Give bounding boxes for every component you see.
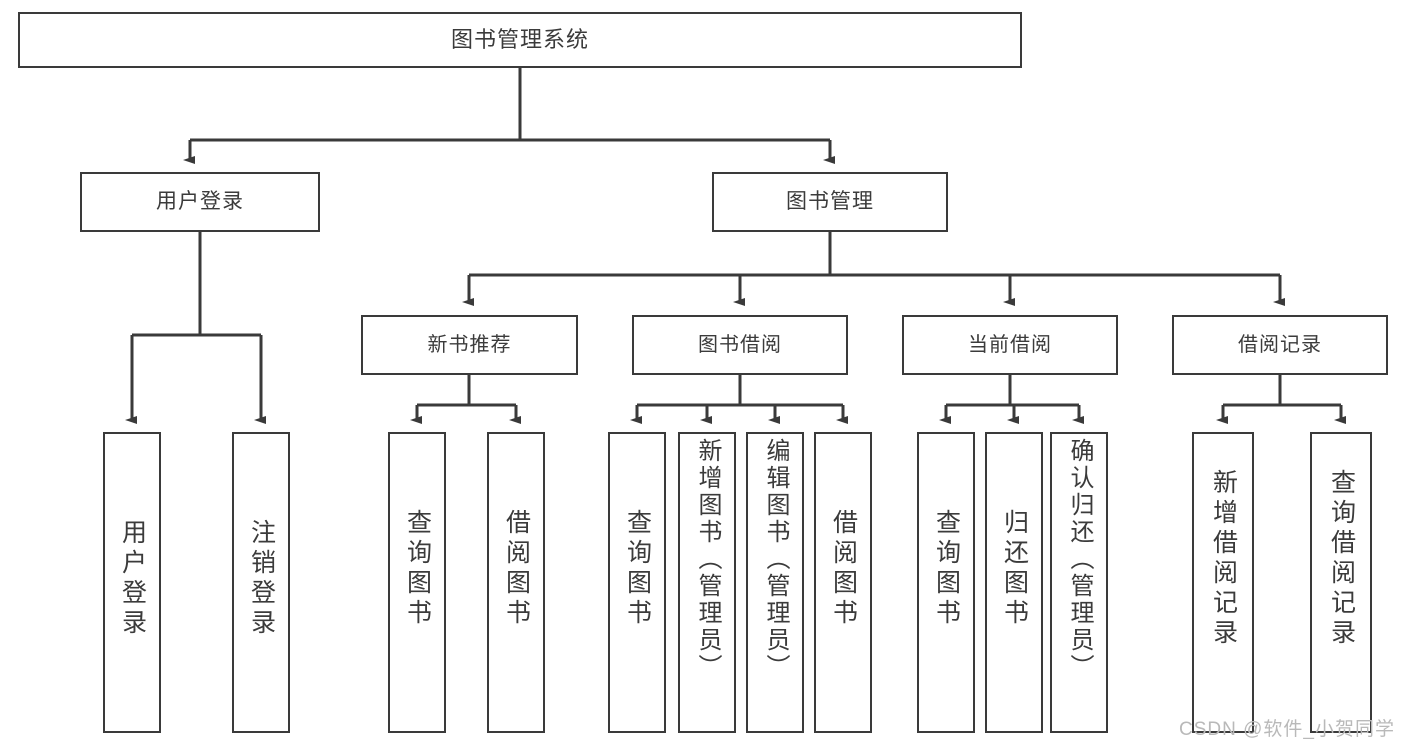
node-leaf-edit-book-label: 编辑图书（管理员） — [762, 438, 789, 681]
node-leaf-edit-book[interactable]: 编辑图书（管理员） — [746, 432, 804, 733]
node-new-book-recommend[interactable]: 新书推荐 — [361, 315, 578, 375]
node-leaf-query-book-2-label: 查询图书 — [623, 509, 652, 629]
node-leaf-query-book-3[interactable]: 查询图书 — [917, 432, 975, 733]
node-user-login[interactable]: 用户登录 — [80, 172, 320, 232]
node-root-label: 图书管理系统 — [450, 27, 589, 53]
node-leaf-return-book-label: 归还图书 — [1000, 509, 1029, 629]
node-leaf-add-book[interactable]: 新增图书（管理员） — [678, 432, 736, 733]
node-current-borrow-label: 当前借阅 — [968, 333, 1052, 356]
node-leaf-user-logout[interactable]: 注销登录 — [232, 432, 290, 733]
node-leaf-user-login-label: 用户登录 — [118, 519, 147, 639]
node-root[interactable]: 图书管理系统 — [18, 12, 1022, 68]
node-current-borrow[interactable]: 当前借阅 — [902, 315, 1118, 375]
node-book-borrow[interactable]: 图书借阅 — [632, 315, 848, 375]
node-leaf-borrow-book-2-label: 借阅图书 — [829, 509, 858, 629]
node-leaf-borrow-book-1[interactable]: 借阅图书 — [487, 432, 545, 733]
node-new-book-recommend-label: 新书推荐 — [427, 333, 512, 356]
node-leaf-add-record[interactable]: 新增借阅记录 — [1192, 432, 1254, 733]
node-leaf-query-record[interactable]: 查询借阅记录 — [1310, 432, 1372, 733]
node-leaf-user-login[interactable]: 用户登录 — [103, 432, 161, 733]
node-leaf-add-book-label: 新增图书（管理员） — [694, 438, 721, 681]
node-leaf-confirm-return[interactable]: 确认归还（管理员） — [1050, 432, 1108, 733]
watermark: CSDN @软件_小贺同学 — [1179, 719, 1395, 740]
node-borrow-record-label: 借阅记录 — [1238, 333, 1322, 356]
node-leaf-query-record-label: 查询借阅记录 — [1327, 469, 1356, 649]
node-user-login-label: 用户登录 — [156, 189, 244, 213]
node-leaf-borrow-book-2[interactable]: 借阅图书 — [814, 432, 872, 733]
node-leaf-query-book-2[interactable]: 查询图书 — [608, 432, 666, 733]
node-leaf-return-book[interactable]: 归还图书 — [985, 432, 1043, 733]
node-book-manage[interactable]: 图书管理 — [712, 172, 948, 232]
node-leaf-confirm-return-label: 确认归还（管理员） — [1066, 438, 1093, 681]
node-leaf-query-book-1[interactable]: 查询图书 — [388, 432, 446, 733]
node-book-manage-label: 图书管理 — [786, 189, 874, 213]
node-leaf-add-record-label: 新增借阅记录 — [1209, 469, 1238, 649]
node-leaf-query-book-1-label: 查询图书 — [403, 509, 432, 629]
node-leaf-query-book-3-label: 查询图书 — [932, 509, 961, 629]
node-book-borrow-label: 图书借阅 — [698, 333, 782, 356]
node-leaf-borrow-book-1-label: 借阅图书 — [502, 509, 531, 629]
node-borrow-record[interactable]: 借阅记录 — [1172, 315, 1388, 375]
node-leaf-user-logout-label: 注销登录 — [247, 519, 276, 639]
